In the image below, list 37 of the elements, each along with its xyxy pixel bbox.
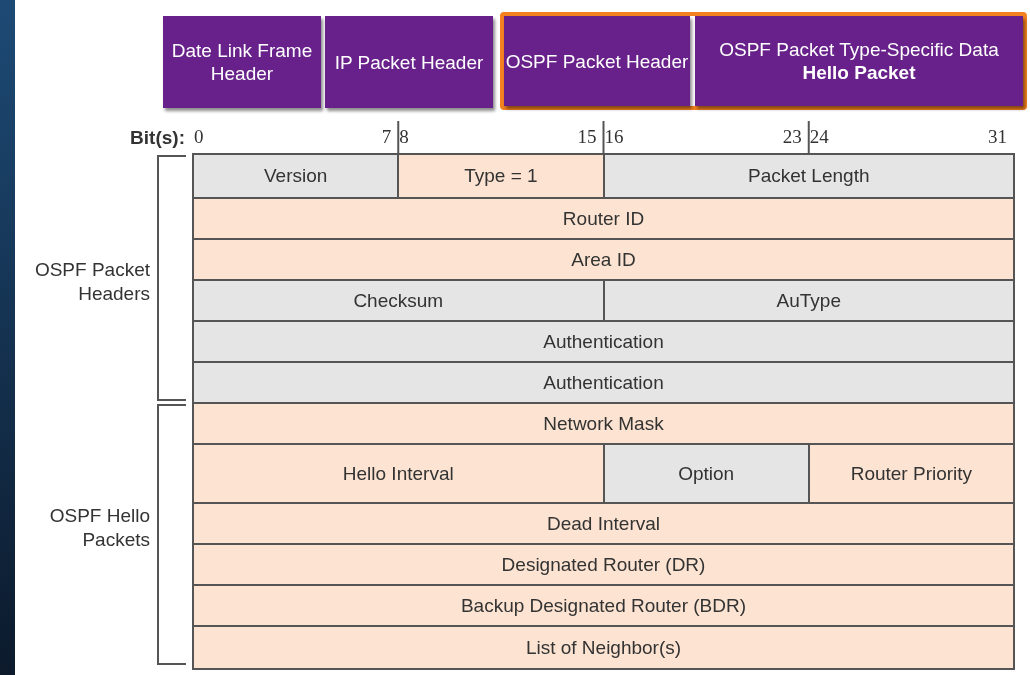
header-title: OSPF Packet Type-Specific Data [719, 38, 999, 61]
section-label: OSPF Hello Packets [48, 504, 150, 552]
bit-number: 7 [381, 126, 392, 148]
header-box [163, 16, 321, 108]
bit-number: 31 [988, 126, 1007, 148]
packet-field: Type = 1 [397, 153, 605, 199]
bit-number: 24 [809, 126, 829, 148]
packet-field: Version [192, 153, 400, 199]
bit-number: 16 [604, 126, 624, 148]
bit-number: 23 [782, 126, 802, 148]
header-title: Date Link Frame Header [170, 39, 314, 85]
packet-field: Dead Interval [192, 502, 1015, 545]
packet-field: AuType [602, 279, 1015, 322]
packet-field: Checksum [192, 279, 605, 322]
bit-label: Bit(s): [129, 126, 185, 150]
bit-number: 8 [399, 126, 409, 148]
packet-field: List of Neighbor(s) [192, 625, 1015, 670]
packet-field: Authentication [192, 320, 1015, 363]
packet-field: Designated Router (DR) [192, 543, 1015, 586]
header-title: IP Packet Header [334, 50, 484, 74]
packet-field: Backup Designated Router (BDR) [192, 584, 1015, 627]
packet-field: Hello Interval [192, 443, 605, 504]
header-box [695, 16, 1023, 106]
section-label: OSPF Packet Headers [33, 258, 150, 306]
packet-field: Network Mask [192, 402, 1015, 445]
packet-field: Area ID [192, 238, 1015, 281]
header-box [325, 16, 493, 108]
packet-field: Packet Length [602, 153, 1015, 199]
packet-field: Authentication [192, 361, 1015, 404]
header-subtitle: Hello Packet [802, 61, 916, 84]
bit-number: 15 [577, 126, 597, 148]
header-box [504, 16, 690, 106]
packet-field: Option [602, 443, 810, 504]
bit-number: 0 [194, 126, 204, 148]
packet-field: Router Priority [807, 443, 1015, 504]
header-title: OSPF Packet Header [505, 49, 689, 73]
packet-field: Router ID [192, 197, 1015, 240]
